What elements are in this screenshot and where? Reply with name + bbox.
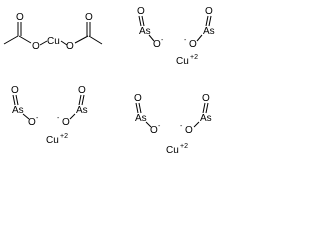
arsenite-3-double-b (15, 94, 19, 106)
methyl-bond-right (88, 35, 103, 45)
arsenite-1-arsenic: As (139, 26, 151, 37)
copper-acetate: O O Cu O O (3, 12, 103, 52)
arsenite-3-single (22, 113, 30, 120)
ester-bond-left (18, 35, 32, 44)
arsenite-5-single (145, 121, 152, 128)
copper-ion-2-symbol: Cu (46, 135, 59, 146)
arsenite-ion-6: O As - O (180, 93, 212, 136)
arsenite-ion-4: O As - O (57, 85, 88, 128)
arsenite-4-oxo: O (78, 85, 86, 96)
oxygen-left: O (32, 41, 40, 52)
structure-svg: O O Cu O O O As O - O As - O Cu +2 (3, 6, 215, 156)
arsenite-6-double-b (205, 102, 209, 114)
copper-ion-1-symbol: Cu (176, 56, 189, 67)
arsenite-6-double-a (202, 102, 206, 114)
arsenite-3-oxo: O (11, 85, 19, 96)
methyl-bond-left (3, 35, 19, 45)
arsenite-4-oxide: O (62, 117, 70, 128)
copper-ion-1: Cu +2 (176, 54, 198, 67)
arsenite-6-arsenic: As (200, 113, 212, 124)
arsenite-1-single (148, 34, 155, 42)
arsenite-3-oxide: O (28, 117, 36, 128)
arsenite-3-arsenic: As (12, 105, 24, 116)
arsenite-4-double-b (81, 94, 85, 106)
o-cu-bond-left (39, 40, 48, 46)
copper-ion-3-charge: +2 (180, 143, 188, 150)
arsenite-1-charge: - (161, 37, 164, 44)
arsenite-6-oxo: O (202, 93, 210, 104)
arsenite-6-oxide: O (185, 125, 193, 136)
arsenite-1-oxide: O (153, 39, 161, 50)
copper-ion-3: Cu +2 (166, 143, 188, 156)
arsenite-2-charge: - (184, 37, 187, 44)
arsenite-ion-2: O As - O (184, 6, 215, 50)
chemical-structure-diagram: O O Cu O O O As O - O As - O Cu +2 (0, 0, 231, 156)
arsenite-6-single (193, 121, 200, 128)
arsenite-2-oxide: O (189, 39, 197, 50)
arsenite-5-charge: - (158, 123, 161, 130)
arsenite-5-oxo: O (134, 93, 142, 104)
arsenite-4-single (69, 113, 76, 120)
arsenite-4-charge: - (57, 115, 60, 122)
cu-o-bond-right (60, 40, 68, 46)
ester-bond-right (74, 35, 89, 44)
arsenite-ion-5: O As O - (134, 93, 161, 136)
arsenite-ion-1: O As O - (137, 6, 164, 50)
carbonyl-oxygen-left: O (16, 12, 24, 23)
arsenite-2-single (196, 34, 203, 42)
copper-ion-2-charge: +2 (60, 133, 68, 140)
copper-ion-2: Cu +2 (46, 133, 68, 146)
arsenite-ion-3: O As O - (11, 85, 39, 128)
arsenite-4-arsenic: As (76, 105, 88, 116)
carbonyl-oxygen-right: O (85, 12, 93, 23)
arsenite-5-double-a (135, 102, 139, 114)
arsenite-5-arsenic: As (135, 113, 147, 124)
arsenite-1-double-b (141, 15, 145, 27)
arsenite-2-oxo: O (205, 6, 213, 17)
arsenite-1-double-a (138, 15, 142, 27)
arsenite-5-oxide: O (150, 125, 158, 136)
arsenite-5-double-b (138, 102, 142, 114)
arsenite-2-double-a (205, 15, 209, 27)
arsenite-1-oxo: O (137, 6, 145, 17)
copper-ion-3-symbol: Cu (166, 145, 179, 156)
arsenite-2-arsenic: As (203, 26, 215, 37)
arsenite-3-double-a (12, 94, 16, 106)
oxygen-right: O (66, 41, 74, 52)
arsenite-2-double-b (208, 15, 212, 27)
copper-ion-1-charge: +2 (190, 54, 198, 61)
copper-center: Cu (47, 36, 60, 47)
arsenite-6-charge: - (180, 123, 183, 130)
arsenite-3-charge: - (36, 115, 39, 122)
arsenite-4-double-a (78, 94, 82, 106)
